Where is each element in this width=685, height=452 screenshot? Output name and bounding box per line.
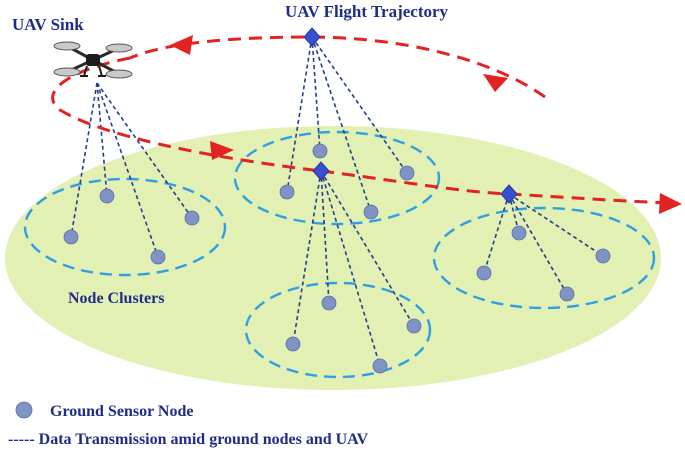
sensor-node (312, 143, 328, 159)
legend-node-icon (15, 401, 33, 419)
transmission-links (70, 36, 604, 367)
sensor-node (363, 204, 379, 220)
uav-sink-label: UAV Sink (12, 15, 84, 34)
diamond-icon (312, 161, 330, 181)
legend: Ground Sensor Node ----- Data Transmissi… (8, 401, 369, 448)
cluster-ring-center (233, 130, 441, 226)
arrowhead-icon (483, 74, 508, 92)
link-uav-mid (292, 170, 322, 345)
cluster-rings (23, 130, 656, 379)
legend-sensor-node: Ground Sensor Node (50, 403, 193, 420)
link-uav-mid (320, 170, 330, 304)
sensor-node (99, 188, 115, 204)
sensor-node (279, 184, 295, 200)
link-uav-right (508, 193, 568, 295)
diamond-icon (500, 184, 518, 204)
sensor-node (321, 295, 337, 311)
link-sink (96, 82, 159, 258)
link-uav-top (311, 36, 372, 213)
sensor-node (511, 225, 527, 241)
cluster-ring-bottom (244, 281, 432, 379)
trajectory-loop (51, 56, 322, 173)
drone-icon (53, 41, 133, 79)
cluster-ring-left (23, 177, 227, 277)
link-uav-mid (320, 170, 381, 367)
uav-markers (303, 27, 518, 204)
arrowhead-icon (170, 35, 193, 55)
ground-field (5, 126, 661, 390)
sensor-node (63, 229, 79, 245)
link-sink (70, 82, 98, 238)
sensor-node (476, 265, 492, 281)
diamond-icon (303, 27, 321, 47)
arrowhead-icon (659, 193, 682, 214)
link-uav-right (508, 193, 604, 257)
link-uav-top (311, 36, 321, 152)
link-sink (96, 82, 108, 197)
node-clusters-label: Node Clusters (68, 290, 164, 307)
sensor-node (372, 358, 388, 374)
link-uav-top (286, 36, 313, 193)
trajectory-top-arc (129, 35, 546, 99)
legend-transmission: ----- Data Transmission amid ground node… (8, 431, 369, 448)
flight-trajectory-label: UAV Flight Trajectory (285, 2, 449, 21)
sensor-nodes (63, 143, 611, 374)
arrowhead-icon (210, 141, 234, 160)
sensor-node (559, 286, 575, 302)
link-uav-mid (320, 170, 415, 327)
sensor-node (150, 249, 166, 265)
direction-arrows (170, 35, 682, 214)
sensor-node (399, 165, 415, 181)
cluster-ring-right (432, 206, 656, 310)
sensor-node (184, 210, 200, 226)
sensor-node (285, 336, 301, 352)
sensor-node (406, 318, 422, 334)
sensor-node (595, 248, 611, 264)
